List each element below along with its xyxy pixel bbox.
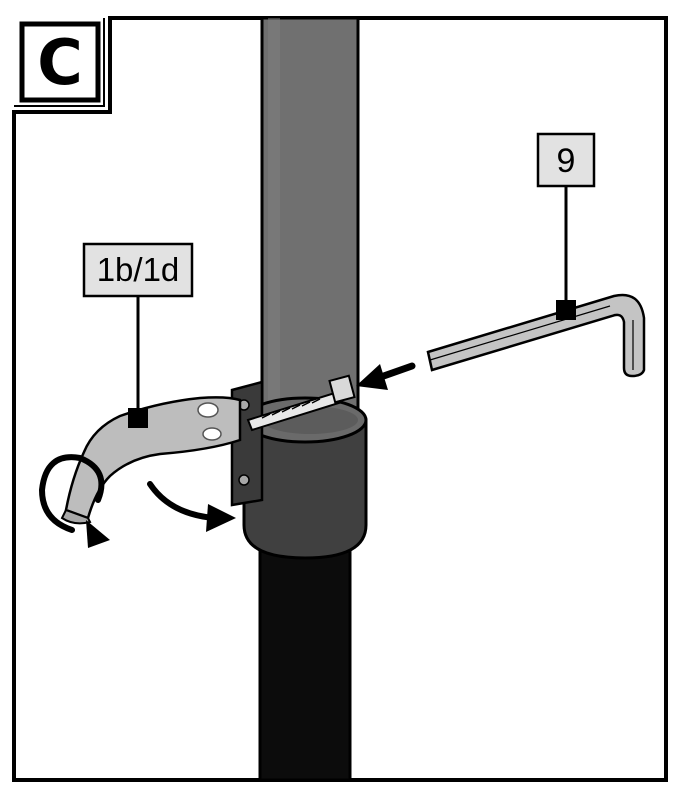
swing-arrow-icon bbox=[147, 481, 236, 532]
pole-clamp bbox=[230, 380, 368, 560]
step-letter: C bbox=[37, 26, 83, 99]
callout-bracket: 1b/1d bbox=[82, 242, 194, 408]
step-letter-box: C bbox=[19, 21, 101, 103]
upper-pole bbox=[260, 16, 360, 422]
rotate-arrow-icon bbox=[38, 454, 110, 548]
callout-bracket-label: 1b/1d bbox=[97, 251, 180, 288]
bracket-part bbox=[60, 396, 242, 525]
hex-key bbox=[426, 293, 646, 378]
callout-hex-key: 9 bbox=[536, 132, 596, 300]
lower-pole bbox=[258, 543, 352, 782]
screw bbox=[246, 374, 356, 432]
insert-arrow-icon bbox=[356, 362, 416, 390]
frame-notch-edge bbox=[14, 18, 105, 107]
callout-hex-key-label: 9 bbox=[557, 142, 576, 180]
